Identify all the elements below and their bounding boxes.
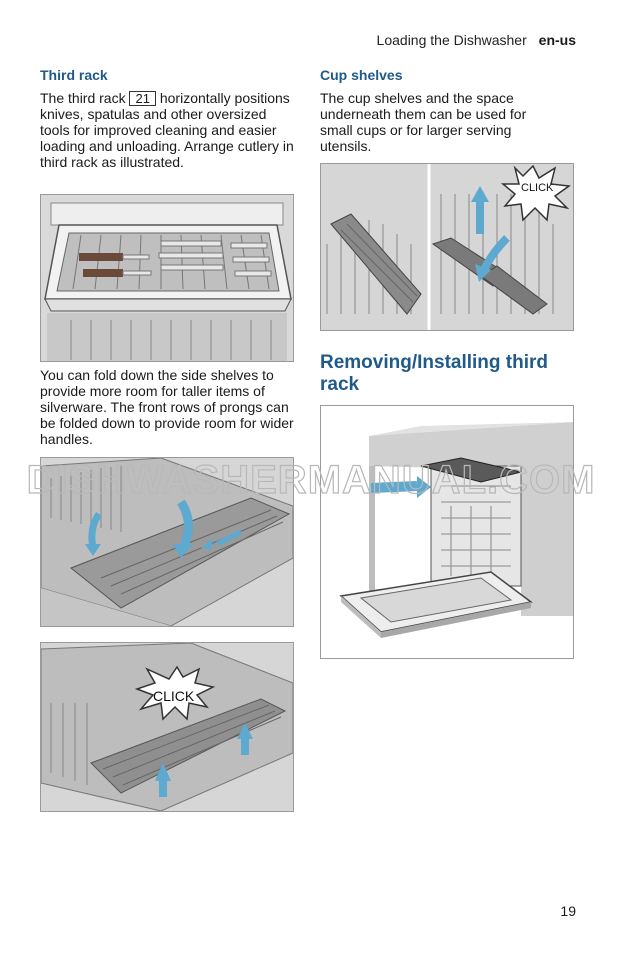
fold-down-shelves-illustration — [40, 457, 294, 627]
site-watermark: DISHWASHERMANUAL.COM — [26, 457, 596, 502]
cup-shelves-illustration — [320, 163, 574, 331]
removing-installing-heading: Removing/Installing third rack — [320, 352, 549, 395]
para-text-start: The third rack — [40, 90, 126, 106]
fold-down-paragraph: You can fold down the side shelves to pr… — [40, 367, 294, 447]
click-label-right: CLICK — [521, 182, 554, 194]
cup-shelves-paragraph: The cup shelves and the space underneath… — [320, 90, 527, 154]
third-rack-heading: Third rack — [40, 67, 108, 83]
third-rack-paragraph: The third rack 21 horizontally positions… — [40, 90, 296, 170]
para-text-end: horizontally positions knives, spatulas … — [40, 90, 294, 170]
cup-shelves-heading: Cup shelves — [320, 67, 403, 83]
fold-up-prongs-click-illustration — [40, 642, 294, 812]
section-title: Loading the Dishwasher — [376, 32, 527, 48]
page-header: Loading the Dishwasher en-us — [377, 32, 576, 48]
dishwasher-third-rack-removal-illustration — [320, 405, 574, 659]
reference-number: 21 — [129, 91, 156, 106]
third-rack-cutlery-illustration — [40, 194, 294, 362]
page-number: 19 — [560, 903, 576, 919]
language-code: en-us — [538, 32, 576, 48]
click-label-left: CLICK — [153, 688, 195, 704]
watermark-text: DISHWASHERMANUAL.COM — [27, 458, 596, 502]
